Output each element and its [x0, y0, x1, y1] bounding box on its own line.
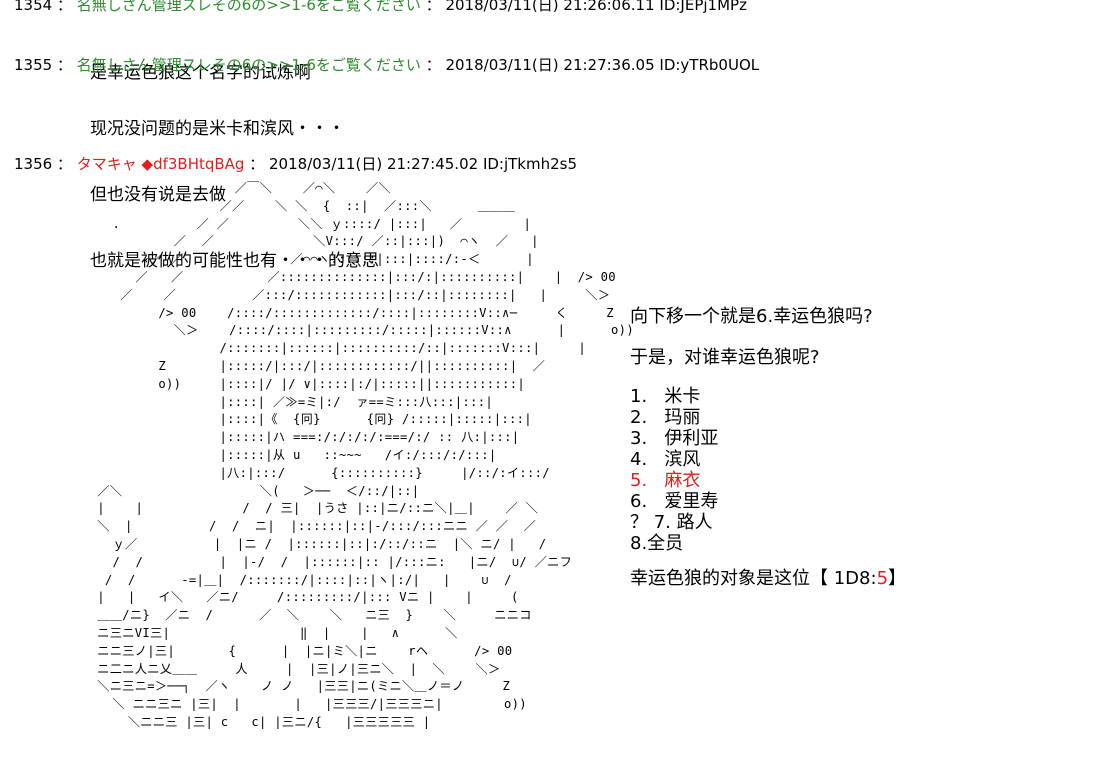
result-suffix: 】 — [888, 568, 907, 589]
question-text: 向下移一个就是6.幸运色狼吗? — [630, 306, 873, 327]
post-id[interactable]: ID:jTkmh2s5 — [482, 155, 578, 173]
post-line: 但也没有说是去做 — [90, 185, 226, 205]
post-line: 现况没问题的是米卡和滨风・・・ — [90, 119, 345, 139]
post-body-1354: 是幸运色狼这个名字的试炼啊 — [90, 18, 311, 106]
post-datetime: 2018/03/11(日) 21:26:06.11 — [445, 0, 655, 14]
post-body-1355: 现况没问题的是米卡和滨风・・・ 但也没有说是去做 也就是被做的可能性也有・・・的… — [90, 74, 379, 294]
post-line: 也就是被做的可能性也有・・・的意思 — [90, 251, 379, 271]
option-item: 8.全员 — [630, 533, 684, 554]
subquestion-text: 于是，对谁幸运色狼呢? — [630, 347, 820, 368]
post-number[interactable]: 1354 — [14, 0, 53, 14]
ascii-art: . ／￣＼ ／⌒＼ ／＼ ／／ ＼ ＼ { ::| ／:::＼ ＿＿＿ . ／ … — [97, 181, 634, 729]
option-item: 2. 玛丽 — [630, 407, 701, 428]
option-list: 1. 米卡 2. 玛丽 3. 伊利亚 4. 滨风 5. 麻衣 6. 爱里寿 ？ … — [630, 386, 1090, 554]
post-line: 是幸运色狼这个名字的试炼啊 — [90, 63, 311, 83]
option-item-highlighted: 5. 麻衣 — [630, 470, 701, 491]
dice-result: 幸运色狼的对象是这位【 1D8:5】 — [630, 568, 1090, 589]
post-id[interactable]: ID:yTRb0UOL — [659, 56, 760, 74]
post-number[interactable]: 1356 — [14, 155, 53, 173]
poster-name[interactable]: 名無しさん管理スレその6の>>1-6をご覧ください — [76, 56, 421, 74]
option-item: 4. 滨风 — [630, 449, 701, 470]
post-header-1354: 1354 ： 名無しさん管理スレその6の>>1-6をご覧ください ： 2018/… — [14, 0, 747, 14]
post-header-1355: 1355 ： 名無しさん管理スレその6の>>1-6をご覧ください ： 2018/… — [14, 56, 760, 74]
post-header-1356: 1356 ： タマキャ ◆df3BHtqBAg ： 2018/03/11(日) … — [14, 155, 578, 173]
option-item: 1. 米卡 — [630, 386, 701, 407]
poster-name[interactable]: 名無しさん管理スレその6の>>1-6をご覧ください — [76, 0, 421, 14]
post-datetime: 2018/03/11(日) 21:27:36.05 — [445, 56, 655, 74]
post-number[interactable]: 1355 — [14, 56, 53, 74]
vote-panel: 向下移一个就是6.幸运色狼吗? 于是，对谁幸运色狼呢? 1. 米卡 2. 玛丽 … — [630, 306, 1090, 589]
result-prefix: 幸运色狼的对象是这位【 1D8: — [630, 568, 877, 589]
option-item: ？ 7. 路人 — [630, 512, 713, 533]
post-id[interactable]: ID:JEPj1MPz — [659, 0, 747, 14]
dice-value: 5 — [876, 568, 889, 589]
option-item: 3. 伊利亚 — [630, 428, 719, 449]
poster-name[interactable]: タマキャ — [76, 155, 137, 173]
post-datetime: 2018/03/11(日) 21:27:45.02 — [269, 155, 479, 173]
poster-trip: ◆df3BHtqBAg — [141, 155, 245, 173]
option-item: 6. 爱里寿 — [630, 491, 719, 512]
